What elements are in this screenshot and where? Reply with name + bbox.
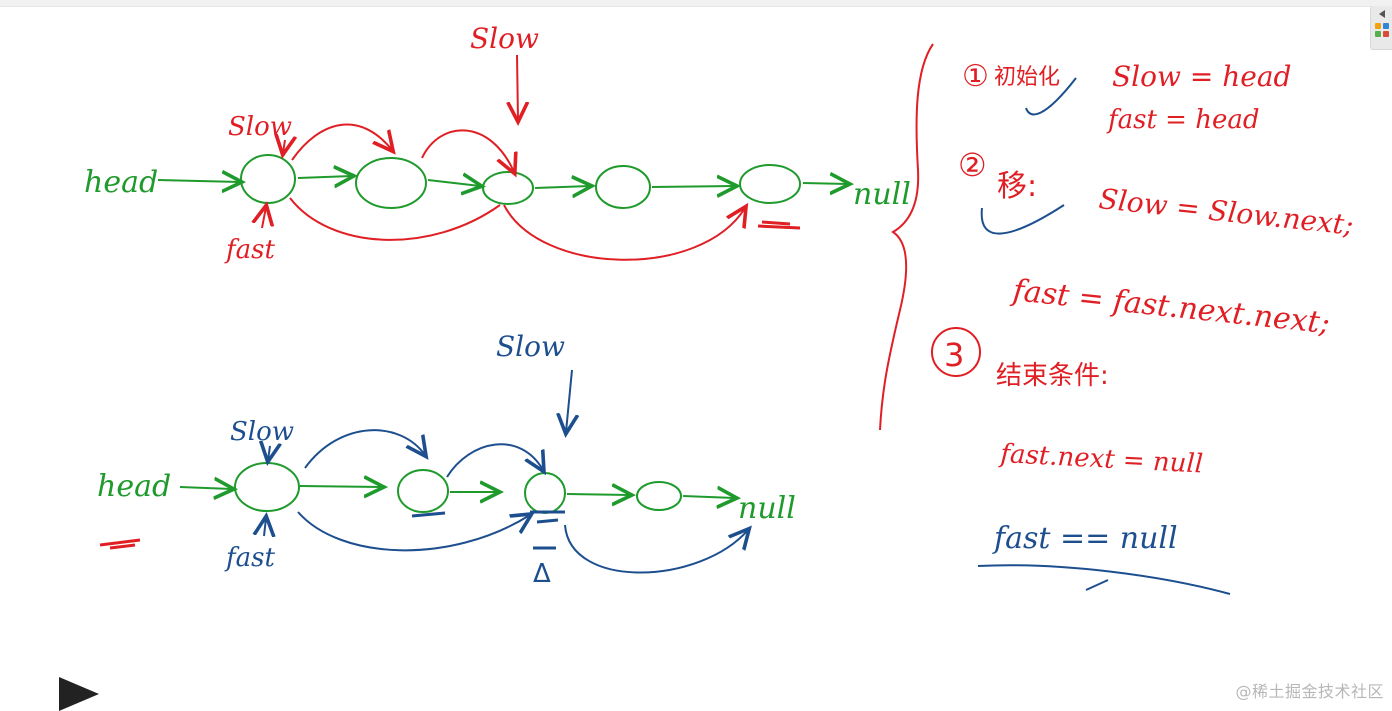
top-next-arrow-3 xyxy=(534,186,590,188)
bottom-fast-label: fast xyxy=(224,543,275,573)
bottom-node-4 xyxy=(636,481,682,511)
bottom-next-arrow-1 xyxy=(299,486,382,487)
bottom-fast-jump-2 xyxy=(564,524,748,574)
top-underline-mark xyxy=(757,220,801,230)
top-node-4 xyxy=(595,165,651,209)
apps-grid-icon[interactable] xyxy=(1374,23,1389,37)
top-fast-arrow xyxy=(262,207,266,229)
step3-title: 结束条件: xyxy=(996,361,1109,391)
bottom-delta-label: Δ xyxy=(533,559,551,589)
top-fast-jump-1 xyxy=(289,197,501,241)
bottom-node-2 xyxy=(397,469,449,513)
bottom-fast-arrow xyxy=(264,518,266,536)
bottom-slow-label: Slow xyxy=(230,417,294,447)
step2-check-icon xyxy=(980,204,1065,235)
top-slow-label: Slow xyxy=(228,112,292,142)
step3-marker: 3 xyxy=(944,336,964,374)
bottom-head-arrow xyxy=(179,487,232,489)
top-slow-top-label: Slow xyxy=(470,22,539,55)
bottom-slow-top-arrow xyxy=(566,369,572,432)
bottom-underline-mark-2 xyxy=(530,510,565,524)
bottom-slow-top-label: Slow xyxy=(496,330,565,363)
step1-marker: ① xyxy=(962,59,989,94)
top-node-2 xyxy=(355,157,427,209)
bottom-slow-jump-2 xyxy=(446,443,543,478)
step1-check-icon xyxy=(1025,77,1077,116)
top-head-arrow xyxy=(157,180,240,182)
step2-line2: fast = fast.next.next; xyxy=(1009,273,1331,341)
bottom-head-label: head xyxy=(97,469,171,504)
step3-line1: fast.next = null xyxy=(998,439,1204,480)
top-next-arrow-5 xyxy=(802,183,848,184)
top-linked-list-diagram: head null Slow Slow fast xyxy=(84,22,911,265)
play-icon[interactable] xyxy=(59,677,99,711)
top-next-arrow-4 xyxy=(651,186,735,187)
bottom-node-3 xyxy=(524,472,566,514)
bottom-red-mark xyxy=(99,538,141,550)
top-fast-label: fast xyxy=(224,235,275,265)
step1-title: 初始化 xyxy=(994,65,1060,90)
top-null-label: null xyxy=(853,177,911,212)
top-toolbar xyxy=(0,0,1392,7)
top-node-1 xyxy=(240,154,296,204)
bottom-underline-mark-1 xyxy=(411,511,446,518)
top-fast-jump-2 xyxy=(503,205,745,261)
bottom-next-arrow-4 xyxy=(682,496,735,498)
step1-line2: fast = head xyxy=(1106,105,1260,135)
watermark: @稀土掘金技术社区 xyxy=(1235,682,1384,701)
side-panel-toggle[interactable] xyxy=(1370,6,1392,50)
top-slow-arrow xyxy=(283,140,285,153)
bottom-next-arrow-3 xyxy=(566,494,630,495)
top-slow-jump-1 xyxy=(291,123,392,161)
bottom-slow-jump-1 xyxy=(304,429,425,469)
bottom-slow-arrow xyxy=(268,446,270,460)
step3-underline xyxy=(977,564,1231,595)
bottom-node-1 xyxy=(234,462,300,512)
step2-title: 移: xyxy=(997,169,1037,204)
step1-line1: Slow = head xyxy=(1112,60,1291,93)
bottom-fast-jump-1 xyxy=(297,511,530,552)
step3-marker-circle xyxy=(931,327,981,377)
bottom-null-label: null xyxy=(738,491,796,526)
bottom-linked-list-diagram: head null Slow Slow fast xyxy=(97,330,796,589)
step2-marker: ② xyxy=(958,146,987,184)
algorithm-notes: ① 初始化 Slow = head fast = head ② 移: Slow … xyxy=(931,59,1355,595)
chevron-left-icon[interactable] xyxy=(1378,10,1385,18)
step2-line1: Slow = Slow.next; xyxy=(1097,182,1355,242)
top-slow-jump-2 xyxy=(421,129,514,172)
top-node-3 xyxy=(482,171,534,205)
top-node-5 xyxy=(739,164,801,204)
step3-tick-mark xyxy=(1085,579,1109,591)
top-next-arrow-1 xyxy=(297,176,352,178)
step3-line2: fast == null xyxy=(992,521,1178,556)
curly-brace xyxy=(879,43,934,431)
top-slow-top-arrow xyxy=(517,54,518,120)
top-next-arrow-2 xyxy=(427,180,480,186)
top-head-label: head xyxy=(84,165,158,200)
